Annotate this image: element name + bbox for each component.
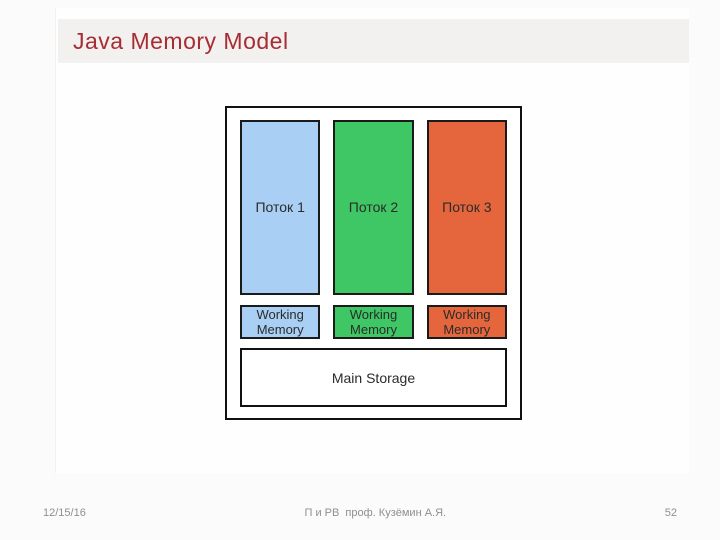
footer-page-number: 52	[664, 507, 677, 519]
working-memory-2-box: Working Memory	[333, 304, 414, 340]
slide-footer: 12/15/16 П и РВ проф. Кузёмин А.Я. 52	[43, 505, 677, 521]
jmm-diagram: Поток 1 Поток 2 Поток 3 Working Memory W…	[225, 106, 522, 420]
threads-row: Поток 1 Поток 2 Поток 3	[240, 120, 507, 295]
working-memory-1-box: Working Memory	[240, 304, 321, 340]
main-storage-box: Main Storage	[240, 348, 507, 407]
slide: Java Memory Model Поток 1 Поток 2 Поток …	[55, 8, 689, 473]
thread-2-box: Поток 2	[333, 120, 414, 295]
slide-title-bar: Java Memory Model	[58, 19, 689, 63]
working-memory-3-box: Working Memory	[426, 304, 507, 340]
footer-author: П и РВ проф. Кузёмин А.Я.	[304, 507, 447, 519]
thread-1-box: Поток 1	[240, 120, 321, 295]
footer-date: 12/15/16	[43, 507, 86, 519]
thread-3-box: Поток 3	[426, 120, 507, 295]
slide-title: Java Memory Model	[73, 27, 289, 54]
working-memory-row: Working Memory Working Memory Working Me…	[240, 304, 507, 340]
